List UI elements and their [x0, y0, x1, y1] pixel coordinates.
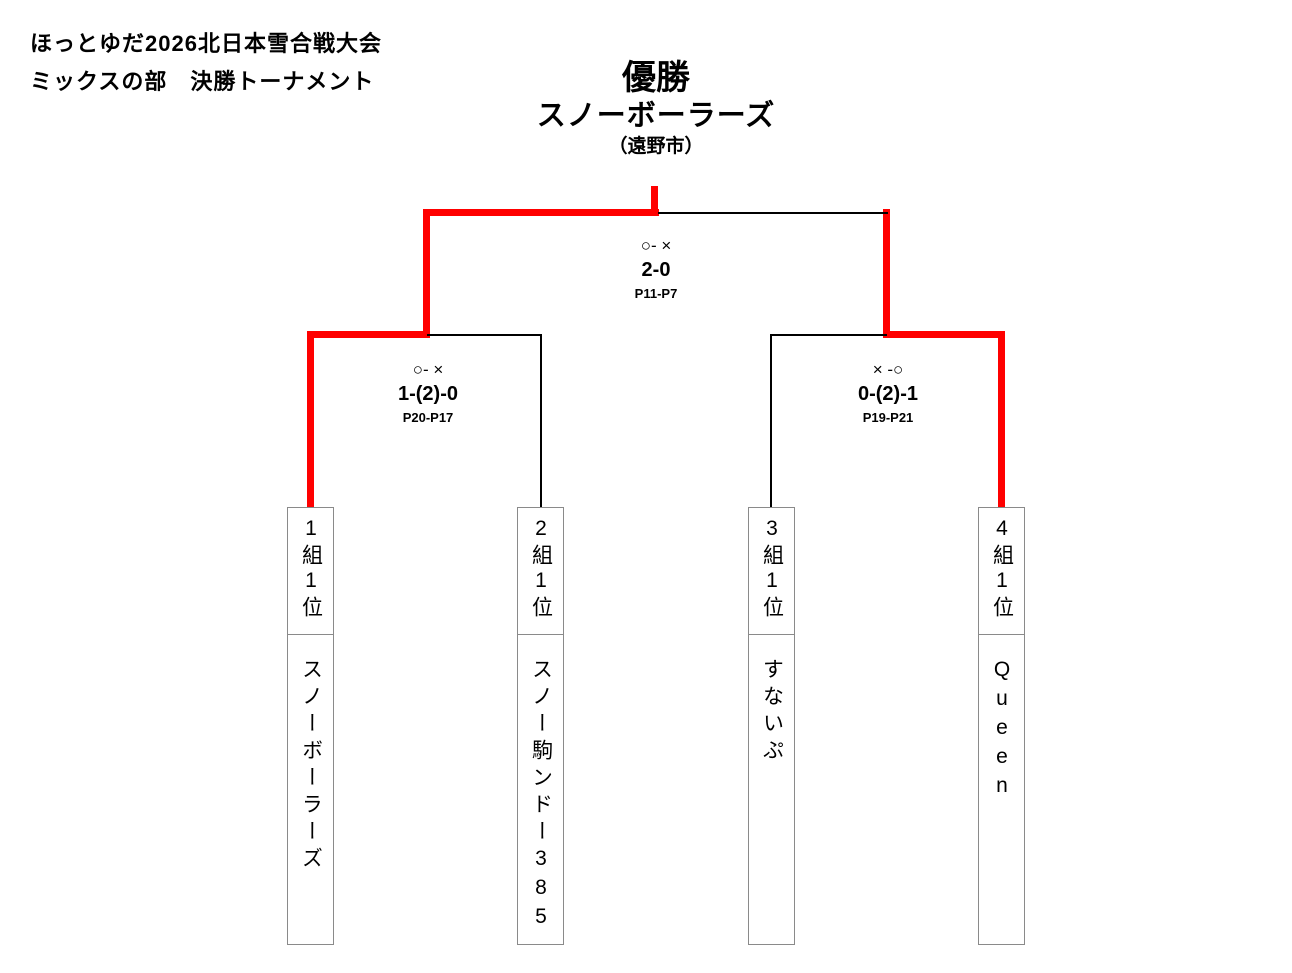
winner-path-semi-left-bar: [307, 331, 430, 338]
final-score: 2-0: [641, 259, 671, 281]
champion-team-name: スノーボーラーズ: [536, 100, 776, 132]
team-name-cell: スノー駒ンドー385: [518, 635, 563, 939]
semifinal-right-score: 0-(2)-1: [857, 383, 919, 405]
semifinal-left-result-symbols: ○- ×: [412, 360, 444, 379]
team-box-3: 3組1位 すないぷ: [748, 507, 795, 945]
team-seed: 2組1位: [518, 508, 563, 635]
team-seed-label: 4組1位: [990, 517, 1014, 621]
winner-path-semi-right-bar: [883, 331, 1005, 338]
semifinal-right-points: P19-P21: [862, 410, 914, 425]
team-seed-label: 1組1位: [299, 517, 323, 621]
winner-path-team4-drop: [998, 331, 1005, 508]
division-subtitle: ミックスの部 決勝トーナメント: [30, 69, 375, 94]
team-seed: 1組1位: [288, 508, 333, 635]
semifinal-left-score: 1-(2)-0: [397, 383, 459, 405]
team-box-2: 2組1位 スノー駒ンドー385: [517, 507, 564, 945]
final-score-block: ○- × 2-0 P11-P7: [635, 234, 678, 304]
winner-path-final-drop-left: [423, 209, 430, 338]
tournament-title: ほっとゆだ2026北日本雪合戦大会: [30, 31, 382, 56]
team-box-4: 4組1位 Queen: [978, 507, 1025, 945]
bracket-team3-drop: [770, 334, 772, 508]
team-seed: 4組1位: [979, 508, 1024, 635]
team-seed: 3組1位: [749, 508, 794, 635]
bracket-semi-left-bar-right: [427, 334, 541, 336]
team-name: スノーボーラーズ: [299, 658, 323, 874]
winner-path-team1-drop: [307, 331, 314, 508]
bracket-semi-right-bar-left: [770, 334, 887, 336]
champion-city: （遠野市）: [608, 136, 704, 157]
final-result-symbols: ○- ×: [640, 236, 672, 255]
winner-path-final-bar-left: [423, 209, 659, 216]
semifinal-left-score-block: ○- × 1-(2)-0 P20-P17: [398, 358, 458, 428]
team-seed-label: 3組1位: [760, 517, 784, 621]
team-name-cell: Queen: [979, 635, 1024, 808]
bracket-final-bar-right: [658, 212, 888, 214]
final-points: P11-P7: [634, 286, 678, 301]
winner-path-final-drop-right: [883, 209, 890, 338]
team-name: すないぷ: [760, 658, 784, 766]
bracket-team2-drop: [540, 334, 542, 508]
team-name: スノー駒ンドー385: [529, 658, 553, 934]
team-name: Queen: [990, 658, 1014, 803]
semifinal-left-points: P20-P17: [402, 410, 454, 425]
team-box-1: 1組1位 スノーボーラーズ: [287, 507, 334, 945]
team-name-cell: スノーボーラーズ: [288, 635, 333, 879]
team-seed-label: 2組1位: [529, 517, 553, 621]
team-name-cell: すないぷ: [749, 635, 794, 771]
champion-label: 優勝: [622, 59, 690, 97]
winner-path-champion-stem: [651, 186, 658, 214]
semifinal-right-result-symbols: × -○: [872, 360, 904, 379]
semifinal-right-score-block: × -○ 0-(2)-1 P19-P21: [858, 358, 918, 428]
champion-block: 優勝 スノーボーラーズ （遠野市）: [537, 58, 776, 159]
